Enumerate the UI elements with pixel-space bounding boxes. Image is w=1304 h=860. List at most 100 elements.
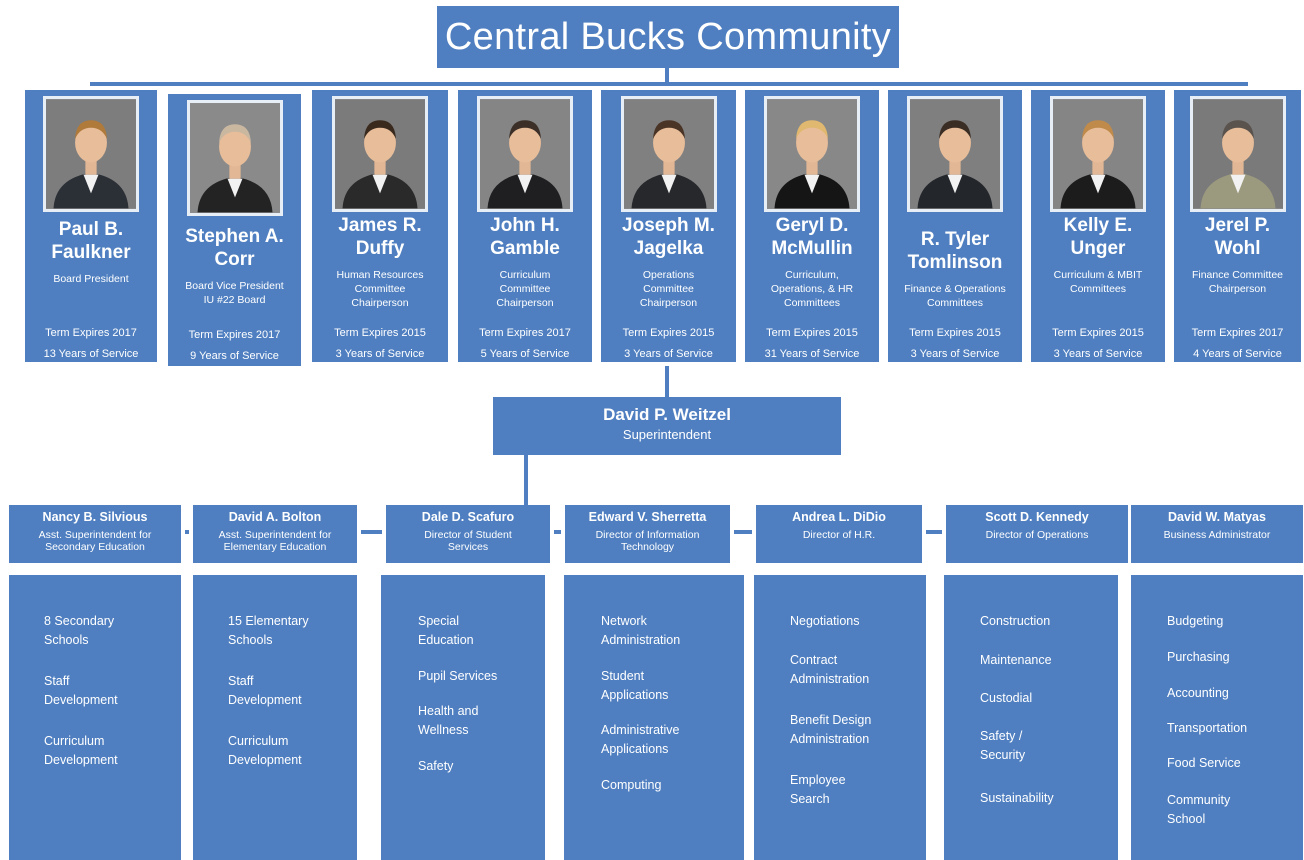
- member-name: Jerel P. Wohl: [1204, 215, 1271, 259]
- member-years-of-service: 3 Years of Service: [624, 348, 713, 360]
- member-name: James R. Duffy: [338, 215, 422, 259]
- member-role: Human Resources Committee Chairperson: [336, 269, 424, 309]
- staff-name: David W. Matyas: [1168, 510, 1266, 524]
- title-stem-line: [665, 68, 669, 84]
- responsibility-item: Maintenance: [980, 653, 1052, 667]
- member-photo: [332, 96, 428, 212]
- member-term: Term Expires 2015: [622, 327, 715, 339]
- member-years-of-service: 3 Years of Service: [910, 348, 1000, 360]
- staff-name: Edward V. Sherretta: [588, 510, 707, 524]
- member-role: Board Vice President IU #22 Board: [185, 280, 284, 306]
- member-name: Paul B. Faulkner: [51, 219, 131, 263]
- member-term: Term Expires 2015: [766, 327, 858, 339]
- responsibility-item: Network Administration: [601, 614, 681, 647]
- responsibility-item: Computing: [601, 778, 662, 792]
- responsibility-item: Employee Search: [790, 773, 846, 806]
- superintendent-title: Superintendent: [622, 427, 712, 442]
- responsibility-item: Special Education: [418, 614, 474, 647]
- member-photo: [477, 96, 573, 212]
- member-years-of-service: 4 Years of Service: [1193, 348, 1282, 360]
- member-name: Geryl D. McMullin: [771, 215, 853, 259]
- responsibility-item: Food Service: [1167, 756, 1241, 770]
- responsibility-item: Budgeting: [1167, 614, 1224, 628]
- member-photo: [1189, 96, 1286, 212]
- member-name: John H. Gamble: [490, 215, 560, 259]
- member-photo: [43, 96, 139, 212]
- board-to-supt-line: [665, 366, 669, 397]
- member-years-of-service: 3 Years of Service: [335, 348, 425, 360]
- member-role: Finance & Operations Committees: [904, 283, 1006, 309]
- responsibility-item: 15 Elementary Schools: [228, 614, 309, 647]
- staff-name: Dale D. Scafuro: [421, 510, 515, 524]
- responsibility-item: Safety / Security: [980, 729, 1026, 762]
- member-term: Term Expires 2015: [334, 327, 426, 339]
- staff-connector-line: [554, 530, 561, 534]
- member-name: Joseph M. Jagelka: [622, 215, 715, 259]
- staff-name: Andrea L. DiDio: [792, 510, 886, 524]
- responsibility-item: Curriculum Development: [44, 734, 118, 767]
- responsibility-item: Accounting: [1167, 686, 1229, 700]
- responsibility-item: Custodial: [980, 691, 1033, 705]
- member-years-of-service: 13 Years of Service: [43, 348, 139, 360]
- superintendent-name: David P. Weitzel: [603, 405, 731, 424]
- staff-name: Nancy B. Silvious: [42, 510, 148, 524]
- responsibility-item: Benefit Design Administration: [790, 713, 872, 746]
- responsibility-item: Sustainability: [980, 791, 1054, 805]
- responsibility-item: Construction: [980, 614, 1051, 628]
- member-years-of-service: 3 Years of Service: [1053, 348, 1143, 360]
- responsibility-item: Health and Wellness: [418, 704, 479, 737]
- member-term: Term Expires 2015: [909, 327, 1001, 339]
- member-term: Term Expires 2015: [1052, 327, 1144, 339]
- staff-title: Director of Information Technology: [595, 529, 700, 553]
- staff-connector-line: [926, 530, 942, 534]
- member-term: Term Expires 2017: [1191, 327, 1284, 339]
- member-role: Board President: [53, 273, 129, 285]
- member-role: Curriculum Committee Chairperson: [496, 269, 554, 309]
- staff-connector-line: [185, 530, 189, 534]
- member-photo: [620, 96, 717, 212]
- member-years-of-service: 31 Years of Service: [764, 348, 860, 360]
- member-years-of-service: 5 Years of Service: [480, 348, 570, 360]
- member-term: Term Expires 2017: [45, 327, 137, 339]
- member-role: Operations Committee Chairperson: [639, 269, 698, 309]
- member-role: Curriculum & MBIT Committees: [1053, 269, 1143, 295]
- member-role: Finance Committee Chairperson: [1191, 269, 1284, 295]
- responsibility-item: Contract Administration: [790, 653, 870, 686]
- responsibility-item: Staff Development: [228, 674, 302, 707]
- member-photo: [1050, 96, 1146, 212]
- responsibility-item: Administrative Applications: [601, 723, 680, 756]
- staff-connector-line: [734, 530, 752, 534]
- member-photo: [764, 96, 860, 212]
- superintendent-box: David P. Weitzel Superintendent: [493, 397, 841, 455]
- staff-title: Business Administrator: [1163, 529, 1271, 541]
- member-name: Stephen A. Corr: [185, 226, 284, 270]
- board-bus-line: [90, 82, 1248, 86]
- responsibility-item: Purchasing: [1167, 650, 1230, 664]
- responsibility-item: Curriculum Development: [228, 734, 302, 767]
- responsibility-item: Student Applications: [601, 669, 669, 702]
- responsibility-item: Transportation: [1167, 721, 1248, 735]
- member-role: Curriculum, Operations, & HR Committees: [770, 269, 854, 309]
- member-photo: [907, 96, 1003, 212]
